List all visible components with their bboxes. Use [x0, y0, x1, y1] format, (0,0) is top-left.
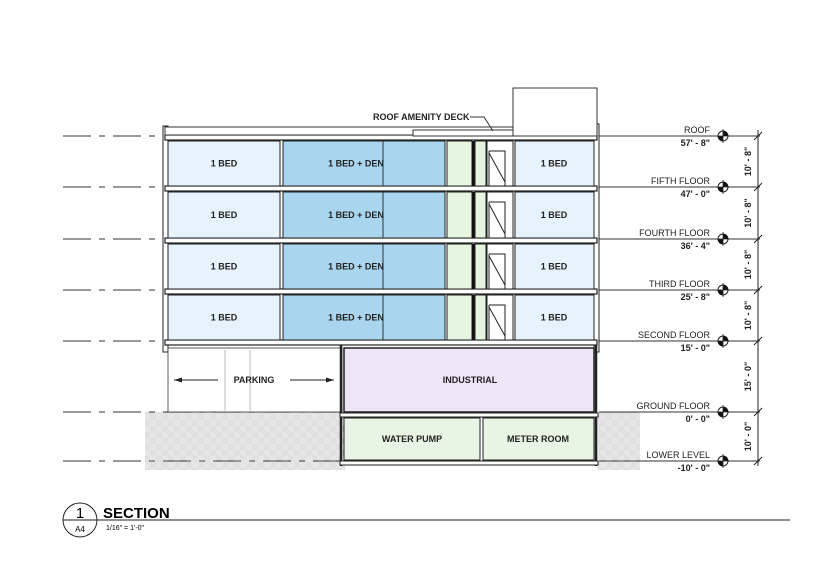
floor-slab — [164, 237, 598, 244]
stair — [486, 243, 514, 290]
unit-1-bed-den — [282, 191, 446, 239]
level-target-icon — [716, 405, 730, 419]
unit-1-bed-den — [282, 243, 446, 290]
earth-hatch — [145, 412, 640, 470]
core — [474, 140, 487, 187]
level-elevation: -10' - 0" — [678, 463, 710, 473]
level-target-icon — [716, 334, 730, 348]
stair-icon — [488, 253, 506, 289]
corridor — [446, 191, 473, 239]
core — [474, 191, 487, 239]
level-elevation: 0' - 0" — [686, 414, 710, 424]
stair — [486, 140, 514, 187]
dimension-label: 10' - 8" — [743, 147, 753, 176]
core-wall — [472, 295, 475, 340]
core — [474, 294, 487, 341]
water-pump-label: WATER PUMP — [382, 434, 442, 444]
stair-icon — [488, 201, 506, 238]
water-pump-room — [343, 417, 481, 461]
level-name: ROOF — [684, 125, 711, 135]
level-elevation: 47' - 0" — [681, 189, 710, 199]
dimension-label: 10' - 8" — [743, 301, 753, 330]
floor-slab — [164, 185, 598, 192]
room-label: 1 BED + DEN — [328, 313, 384, 323]
level-elevation: 15' - 0" — [681, 343, 710, 353]
industrial-label: INDUSTRIAL — [443, 375, 498, 385]
floor-4: 1 BED 1 BED + DEN 1 BED — [167, 191, 595, 239]
unit-1-bed — [514, 294, 595, 341]
level-name: THIRD FLOOR — [649, 279, 711, 289]
core — [474, 243, 487, 290]
stair-icon — [488, 304, 506, 340]
room-label: 1 BED — [541, 210, 568, 220]
unit-1-bed — [514, 191, 595, 239]
section-number: 1 — [76, 505, 84, 522]
level-target-icon — [716, 129, 730, 143]
level-name: FOURTH FLOOR — [639, 228, 710, 238]
floor-slab — [164, 288, 598, 295]
dimension-label: 10' - 0" — [743, 422, 753, 451]
core-wall — [472, 244, 475, 289]
core-wall — [472, 192, 475, 238]
level-target-icon — [716, 232, 730, 246]
floor-slab — [164, 339, 598, 346]
sheet-number: A4 — [75, 525, 85, 534]
room-label: 1 BED — [211, 210, 238, 220]
corridor — [446, 294, 473, 341]
lower-slab — [339, 460, 599, 466]
dimension-label: 10' - 8" — [743, 250, 753, 279]
section-title: SECTION — [103, 505, 170, 522]
level-elevation: 25' - 8" — [681, 292, 710, 302]
room-label: 1 BED — [541, 159, 568, 169]
stair — [486, 191, 514, 239]
level-name: GROUND FLOOR — [636, 401, 710, 411]
meter-room-label: METER ROOM — [507, 434, 569, 444]
room-label: 1 BED — [211, 313, 238, 323]
parking-label: PARKING — [234, 375, 275, 385]
level-target-icon — [716, 283, 730, 297]
unit-1-bed-den — [282, 140, 446, 187]
floor-2: 1 BED 1 BED + DEN 1 BED — [167, 294, 595, 341]
ground-slab — [339, 412, 599, 418]
meter-room — [482, 417, 595, 461]
roof-stair-penthouse — [512, 87, 598, 137]
room-label: 1 BED + DEN — [328, 210, 384, 220]
level-name: FIFTH FLOOR — [651, 176, 710, 186]
scale-label: 1/16" = 1'-0" — [106, 525, 145, 532]
room-label: 1 BED + DEN — [328, 159, 384, 169]
core-wall — [472, 141, 475, 186]
floor-5: 1 BED 1 BED + DEN 1 BED — [167, 140, 595, 187]
room-label: 1 BED + DEN — [328, 262, 384, 272]
stair-icon — [488, 150, 506, 186]
corridor — [446, 243, 473, 290]
room-label: 1 BED — [541, 313, 568, 323]
dimension-label: 15' - 0" — [743, 362, 753, 391]
level-elevation: 57' - 8" — [681, 138, 710, 148]
level-name: SECOND FLOOR — [638, 330, 711, 340]
stair — [486, 294, 514, 341]
roof-deck-leader — [470, 116, 494, 132]
room-label: 1 BED — [211, 159, 238, 169]
roof-deck-label: ROOF AMENITY DECK — [373, 112, 470, 122]
unit-1-bed-den — [282, 294, 446, 341]
corridor — [446, 140, 473, 187]
room-label: 1 BED — [541, 262, 568, 272]
dimension-label: 10' - 8" — [743, 198, 753, 227]
level-target-icon — [716, 454, 730, 468]
level-name: LOWER LEVEL — [646, 450, 710, 460]
unit-1-bed — [167, 243, 281, 290]
unit-1-bed — [514, 140, 595, 187]
unit-1-bed — [514, 243, 595, 290]
industrial-space — [343, 347, 595, 413]
level-elevation: 36' - 4" — [681, 241, 710, 251]
floor-3: 1 BED 1 BED + DEN 1 BED — [167, 243, 595, 290]
unit-1-bed — [167, 294, 281, 341]
level-target-icon — [716, 180, 730, 194]
room-label: 1 BED — [211, 262, 238, 272]
unit-1-bed — [167, 191, 281, 239]
unit-1-bed — [167, 140, 281, 187]
roof-amenity-deck — [412, 129, 514, 137]
